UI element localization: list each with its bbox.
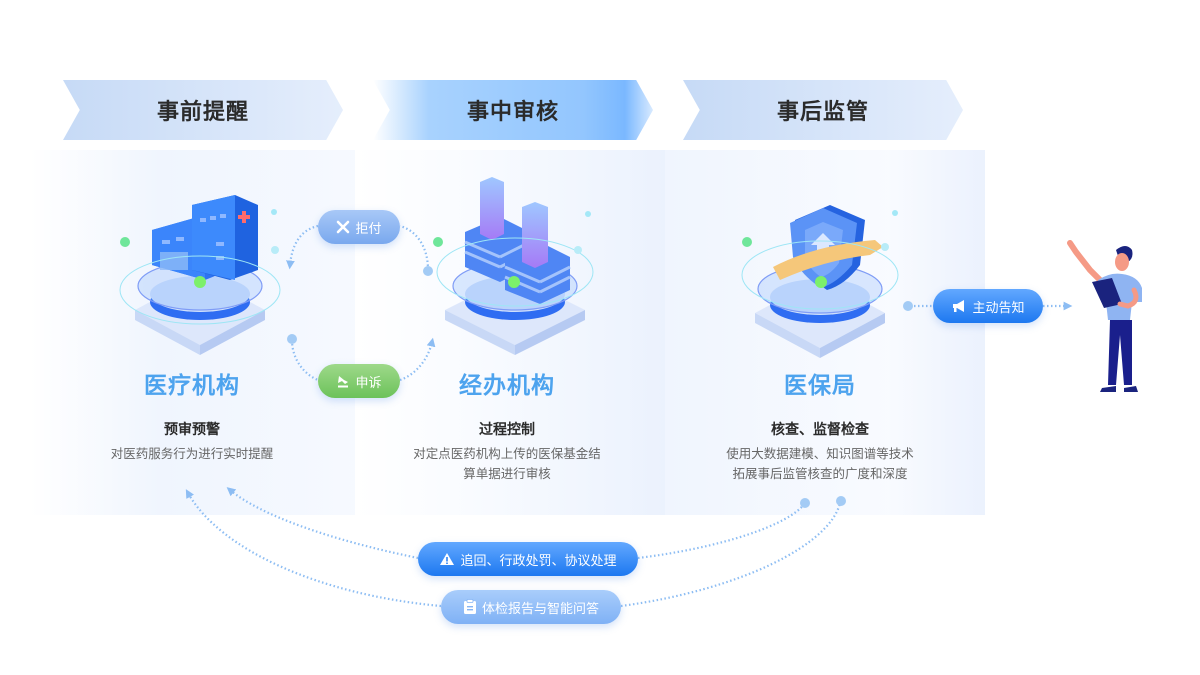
stage-pre-reminder: 事前提醒 xyxy=(63,80,343,140)
node-subtitle: 核查、监督检查 xyxy=(771,422,869,438)
recover-tag-label: 追回、行政处罚、协议处理 xyxy=(460,553,617,569)
server-stack-icon xyxy=(433,177,594,355)
reject-tag-label: 拒付 xyxy=(355,221,382,237)
stage-label: 事后监管 xyxy=(776,100,869,125)
node-description: 使用大数据建模、知识图谱等技术 拓展事后监管核查的广度和深度 xyxy=(726,446,914,481)
stage-post-supervision: 事后监管 xyxy=(683,80,963,140)
node-title: 经办机构 xyxy=(459,373,555,399)
stage-in-process-review: 事中审核 xyxy=(373,80,653,140)
notify-tag[interactable]: 主动告知 xyxy=(933,289,1043,323)
node-subtitle: 预审预警 xyxy=(164,422,220,438)
shield-icon xyxy=(741,205,899,358)
node-description: 对定点医药机构上传的医保基金结 算单据进行审核 xyxy=(413,446,601,481)
appeal-tag[interactable]: 申诉 xyxy=(318,364,400,398)
appeal-tag-label: 申诉 xyxy=(355,375,382,391)
stage-label: 事前提醒 xyxy=(156,100,249,125)
report-tag[interactable]: 体检报告与智能问答 xyxy=(441,590,621,624)
recover-tag[interactable]: 追回、行政处罚、协议处理 xyxy=(418,542,638,576)
person-illustration xyxy=(1067,240,1142,392)
megaphone-icon xyxy=(953,300,965,312)
stage-label: 事中审核 xyxy=(466,100,559,125)
report-right-connector xyxy=(620,502,842,608)
report-tag-label: 体检报告与智能问答 xyxy=(481,601,599,617)
hospital-icon xyxy=(119,195,281,355)
warning-icon xyxy=(440,553,455,565)
gavel-icon xyxy=(338,376,349,388)
node-description: 对医药服务行为进行实时提醒 xyxy=(110,446,274,461)
node-title: 医保局 xyxy=(784,373,856,399)
node-title: 医疗机构 xyxy=(144,373,240,399)
clipboard-icon xyxy=(463,599,476,614)
reject-tag[interactable]: 拒付 xyxy=(318,210,400,244)
node-subtitle: 过程控制 xyxy=(479,422,535,438)
close-icon xyxy=(337,220,350,234)
notify-tag-label: 主动告知 xyxy=(972,300,1025,316)
